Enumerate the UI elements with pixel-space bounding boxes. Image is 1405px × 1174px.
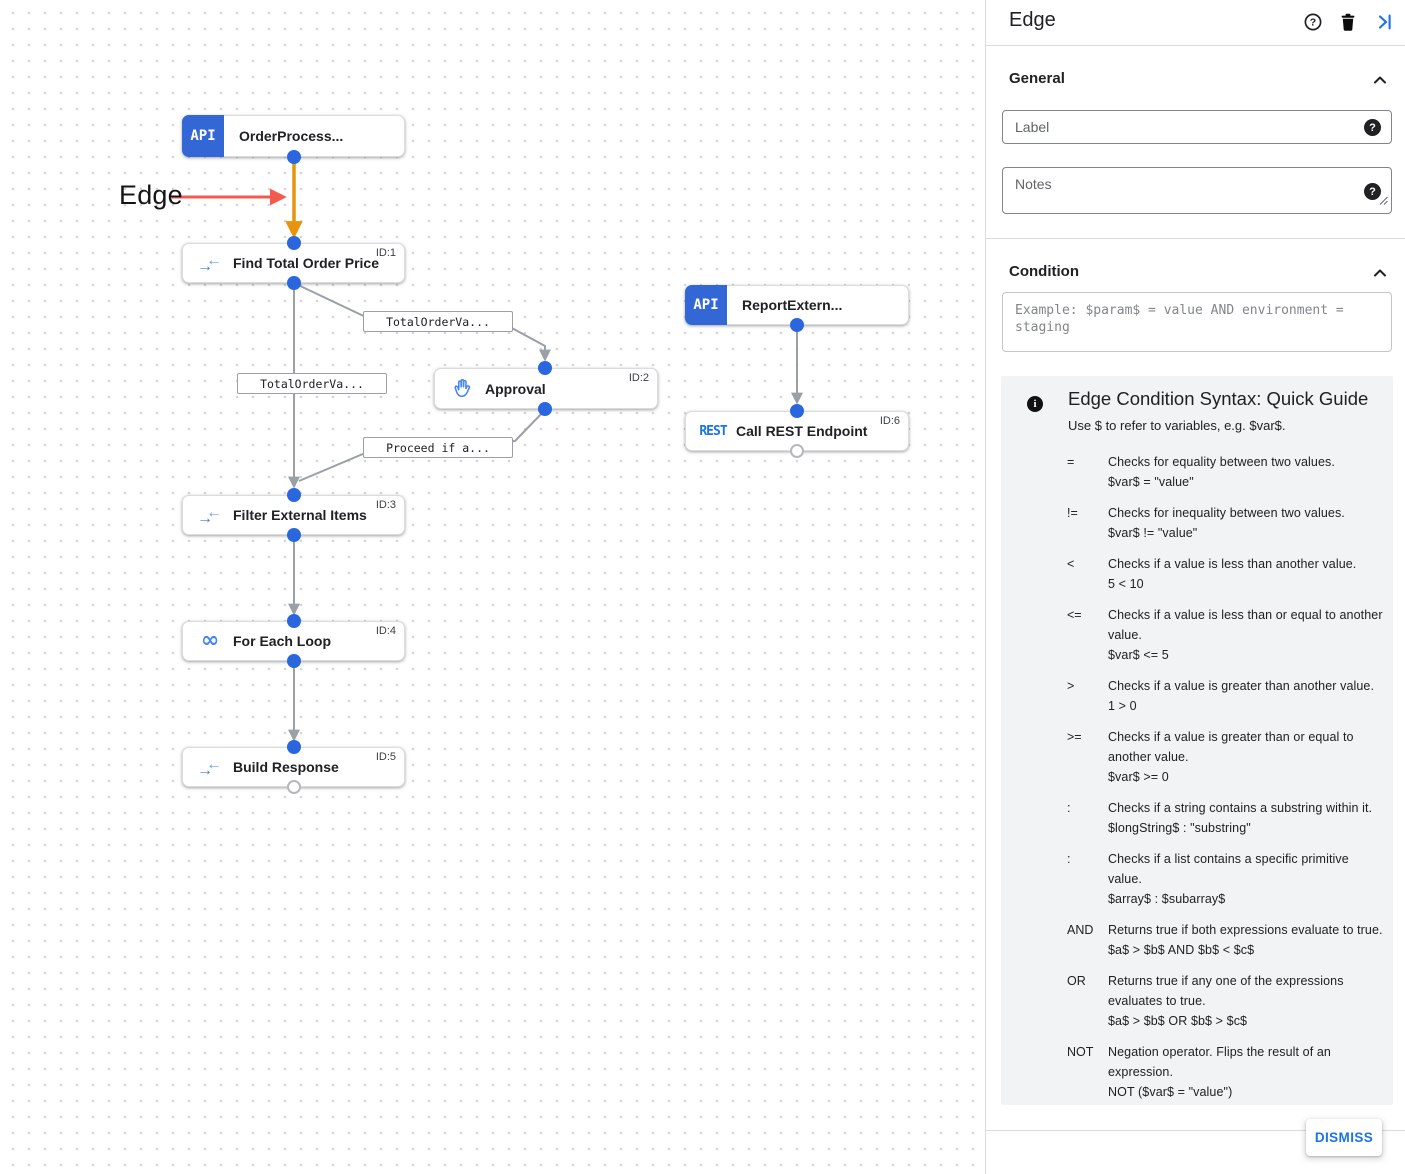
guide-row-less-than: < Checks if a value is less than another… — [1067, 557, 1357, 591]
condition-syntax-guide: i Edge Condition Syntax: Quick Guide Use… — [1001, 376, 1393, 1105]
port-find-top[interactable] — [287, 236, 301, 250]
guide-row-and: AND Returns true if both expressions eva… — [1067, 923, 1383, 957]
collapse-condition-icon[interactable] — [1371, 264, 1389, 282]
label-field-wrapper: ? — [1002, 110, 1392, 144]
condition-field-wrapper — [1002, 292, 1392, 352]
edge-label-to-filter[interactable]: TotalOrderVa... — [237, 373, 387, 394]
guide-row-less-equal: <= Checks if a value is less than or equ… — [1067, 608, 1383, 662]
dismiss-button[interactable]: DISMISS — [1306, 1119, 1382, 1156]
approval-hand-icon — [449, 377, 475, 400]
node-title: Filter External Items — [233, 507, 367, 523]
node-id-badge: ID:4 — [375, 625, 396, 637]
port-foreach-bottom[interactable] — [287, 654, 301, 668]
data-mapping-icon: → ← — [197, 252, 222, 275]
port-rest-top[interactable] — [790, 404, 804, 418]
guide-operator-list: = Checks for equality between two values… — [1067, 452, 1383, 1113]
edge-label-to-approval[interactable]: TotalOrderVa... — [363, 311, 513, 332]
guide-row-equals: = Checks for equality between two values… — [1067, 455, 1335, 489]
node-title: Call REST Endpoint — [736, 423, 868, 439]
node-id-badge: ID:1 — [375, 247, 396, 259]
port-build-top[interactable] — [287, 740, 301, 754]
edge-label-from-approval[interactable]: Proceed if a... — [363, 437, 513, 458]
guide-title: Edge Condition Syntax: Quick Guide — [1068, 388, 1369, 409]
help-icon[interactable]: ? — [1303, 12, 1323, 32]
port-find-bottom[interactable] — [287, 276, 301, 290]
edge-properties-panel: Edge ? General ? ? — [985, 0, 1405, 1174]
label-input[interactable] — [1003, 111, 1391, 143]
guide-row-greater-equal: >= Checks if a value is greater than or … — [1067, 730, 1354, 784]
port-rest-bottom-open[interactable] — [790, 444, 804, 458]
delete-icon[interactable] — [1338, 12, 1358, 32]
node-title: For Each Loop — [233, 633, 331, 649]
port-filter-top[interactable] — [287, 488, 301, 502]
notes-help-icon[interactable]: ? — [1364, 183, 1381, 200]
data-mapping-icon: → ← — [197, 504, 222, 527]
node-id-badge: ID:6 — [879, 415, 900, 427]
resize-grip-icon[interactable] — [1379, 192, 1388, 210]
port-order-bottom[interactable] — [287, 150, 301, 164]
guide-row-greater-than: > Checks if a value is greater than anot… — [1067, 679, 1375, 713]
node-title: Approval — [485, 380, 546, 397]
port-approval-top[interactable] — [538, 361, 552, 375]
port-build-bottom-open[interactable] — [287, 780, 301, 794]
data-mapping-icon: → ← — [197, 756, 222, 779]
node-title: ReportExtern... — [742, 297, 843, 313]
condition-input[interactable] — [1003, 293, 1391, 351]
node-id-badge: ID:3 — [375, 499, 396, 511]
footer-divider — [986, 1130, 1405, 1131]
guide-row-not: NOT Negation operator. Flips the result … — [1067, 1045, 1331, 1099]
node-id-badge: ID:2 — [628, 372, 649, 384]
notes-input[interactable] — [1003, 168, 1391, 213]
node-call-rest-endpoint[interactable]: REST Call REST Endpoint ID:6 — [685, 411, 909, 451]
api-trigger-icon: API — [182, 115, 224, 157]
guide-row-substring: : Checks if a string contains a substrin… — [1067, 801, 1373, 835]
port-approval-bottom[interactable] — [538, 402, 552, 416]
node-title: Build Response — [233, 759, 339, 775]
guide-intro: Use $ to refer to variables, e.g. $var$. — [1068, 418, 1286, 433]
port-filter-bottom[interactable] — [287, 528, 301, 542]
label-help-icon[interactable]: ? — [1364, 119, 1381, 136]
collapse-panel-icon[interactable] — [1375, 12, 1395, 32]
guide-row-list-contains: : Checks if a list contains a specific p… — [1067, 852, 1349, 906]
notes-field-wrapper: ? — [1002, 167, 1392, 214]
guide-row-not-equals: != Checks for inequality between two val… — [1067, 506, 1345, 540]
info-icon: i — [1027, 396, 1043, 412]
guide-row-or: OR Returns true if any one of the expres… — [1067, 974, 1344, 1028]
node-id-badge: ID:5 — [375, 751, 396, 763]
api-trigger-icon: API — [685, 285, 727, 325]
loop-icon: ∞ — [200, 628, 220, 653]
header-divider — [986, 45, 1405, 46]
rest-icon: REST — [699, 423, 727, 439]
node-title: OrderProcess... — [239, 128, 344, 144]
collapse-general-icon[interactable] — [1371, 71, 1389, 89]
panel-title: Edge — [1009, 9, 1056, 31]
svg-text:?: ? — [1310, 17, 1316, 29]
port-report-bottom[interactable] — [790, 318, 804, 332]
port-foreach-top[interactable] — [287, 614, 301, 628]
node-title: Find Total Order Price — [233, 255, 379, 271]
section-divider — [986, 238, 1405, 239]
edges-layer — [172, 158, 803, 742]
workflow-canvas[interactable]: TotalOrderVa... TotalOrderVa... Proceed … — [0, 0, 985, 1174]
section-general: General — [1009, 70, 1065, 87]
edge-annotation-label: Edge — [119, 180, 183, 210]
section-condition: Condition — [1009, 263, 1079, 280]
